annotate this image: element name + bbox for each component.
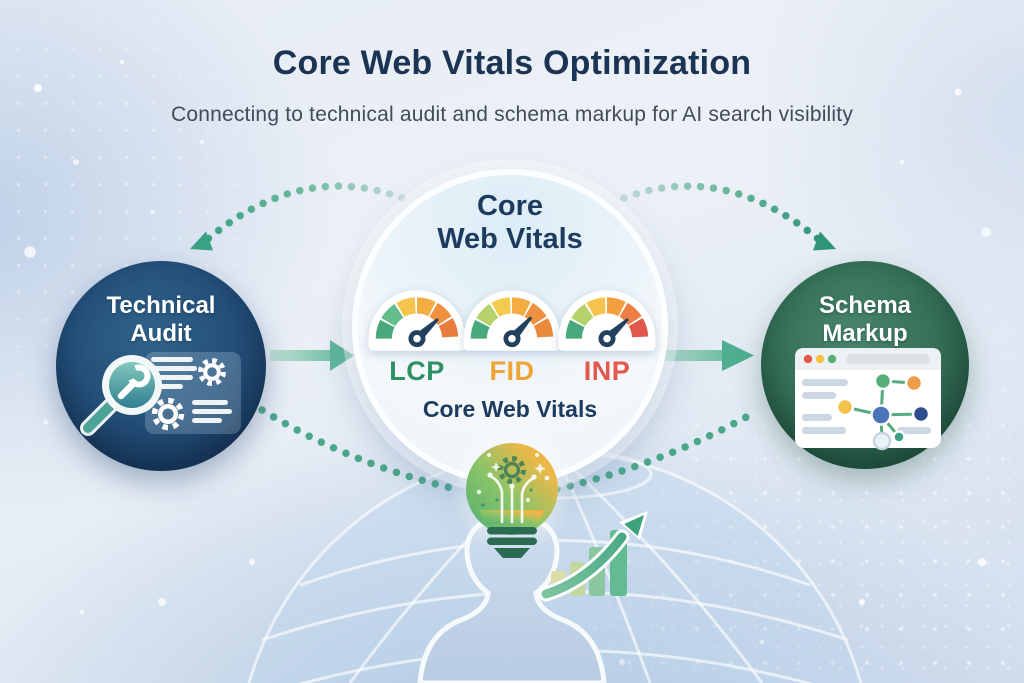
technical-audit-label: Technical Audit xyxy=(106,292,216,347)
gauge-needle xyxy=(503,316,533,348)
metric-label-inp: INP xyxy=(583,356,631,386)
core-web-vitals-caption: Core Web Vitals xyxy=(422,396,598,422)
gauge-needle xyxy=(408,318,439,348)
metric-label-fid: FID xyxy=(489,356,535,386)
gauge-lcp xyxy=(368,290,466,351)
schema-markup-label: Schema Markup xyxy=(818,292,912,347)
page-subtitle: Connecting to technical audit and schema… xyxy=(170,103,854,126)
page-title: Core Web Vitals Optimization xyxy=(272,44,752,82)
core-web-vitals-title: Core Web Vitals xyxy=(437,190,583,256)
arrowhead-top-right xyxy=(813,231,836,251)
gauge-fid xyxy=(463,290,561,351)
metric-label-lcp: LCP xyxy=(389,356,445,386)
gauge-inp xyxy=(558,290,656,351)
arrowhead-top-left xyxy=(190,231,213,251)
gauge-needle xyxy=(598,318,629,348)
